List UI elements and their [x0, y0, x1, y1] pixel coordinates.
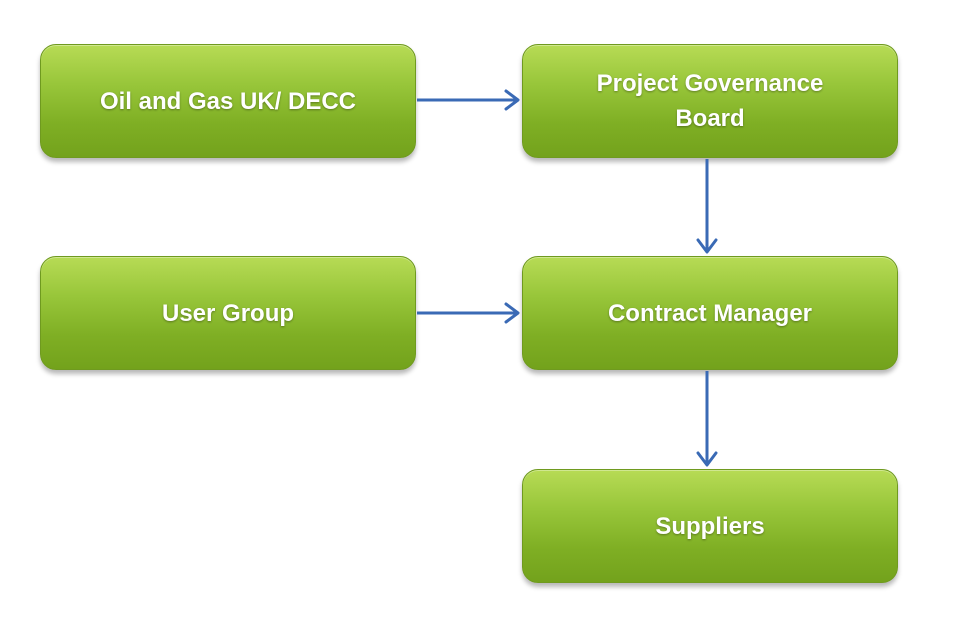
node-label: Project Governance Board — [596, 70, 824, 132]
node-label: Contract Manager — [607, 299, 813, 327]
arrow-contract-manager-to-suppliers — [696, 371, 718, 467]
arrow-governance-to-contract-manager — [696, 159, 718, 254]
node-oil-and-gas-uk-decc: Oil and Gas UK/ DECC — [40, 44, 416, 158]
arrow-oilgas-to-governance — [417, 89, 520, 111]
node-label: Suppliers — [655, 512, 765, 540]
node-user-group: User Group — [40, 256, 416, 370]
node-contract-manager: Contract Manager — [522, 256, 898, 370]
arrow-usergroup-to-contract-manager — [417, 302, 520, 324]
node-project-governance-board: Project Governance Board — [522, 44, 898, 158]
node-suppliers: Suppliers — [522, 469, 898, 583]
node-label: Oil and Gas UK/ DECC — [99, 87, 357, 115]
node-label: User Group — [161, 299, 295, 327]
